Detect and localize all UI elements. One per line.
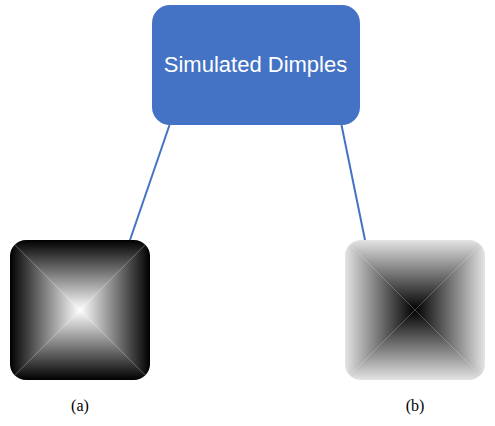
panel-caption: (b) xyxy=(404,397,427,415)
image-panel: (b) xyxy=(345,240,485,420)
connector-line xyxy=(342,125,366,240)
pyramid-face xyxy=(345,240,415,380)
connector-line xyxy=(130,125,170,240)
pyramid-face xyxy=(415,240,485,380)
pyramid-face xyxy=(10,240,80,380)
sunken-dimple-image xyxy=(345,240,485,380)
raised-dimple-image xyxy=(10,240,150,380)
process-box: Simulated Dimples xyxy=(152,5,360,125)
box-label: Simulated Dimples xyxy=(164,51,347,80)
panel-caption: (a) xyxy=(69,397,91,415)
pyramid-face xyxy=(80,240,150,380)
image-panel: (a) xyxy=(10,240,150,420)
